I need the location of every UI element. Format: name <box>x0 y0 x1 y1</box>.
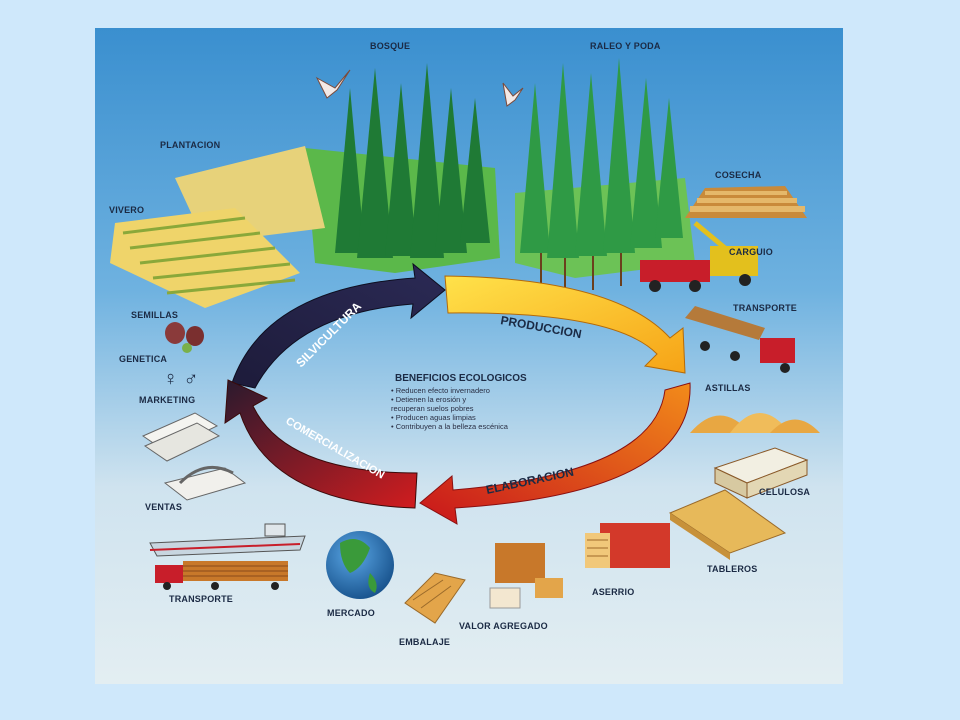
label-bosque: BOSQUE <box>370 41 411 51</box>
benefits-title: BENEFICIOS ECOLOGICOS <box>395 373 527 384</box>
label-carguio: CARGUIO <box>729 247 773 257</box>
carguio-truck <box>640 221 758 292</box>
produccion-arrow <box>444 275 686 374</box>
benefit-item: recuperan suelos pobres <box>391 404 474 413</box>
label-astillas: ASTILLAS <box>705 383 751 393</box>
silvicultura-arrow <box>231 262 446 389</box>
label-celulosa: CELULOSA <box>759 487 811 497</box>
label-tableros: TABLEROS <box>707 564 758 574</box>
valor-agregado-furniture <box>489 543 563 609</box>
telephone <box>163 465 247 501</box>
mercado-globe <box>326 531 394 599</box>
birds <box>315 69 524 107</box>
label-valor-agregado: VALOR AGREGADO <box>459 621 548 631</box>
forest-cycle-illustration: SILVICULTURA PRODUCCION ELABORACION COME… <box>95 28 843 684</box>
benefit-item: Detienen la erosión y <box>391 395 508 404</box>
label-transporte-right: TRANSPORTE <box>733 303 798 313</box>
forest-trees <box>335 58 683 293</box>
semillas-seeds <box>165 322 204 353</box>
vivero-rows <box>122 216 296 295</box>
label-cosecha: COSECHA <box>715 170 762 180</box>
marketing-documents <box>141 412 221 462</box>
label-semillas: SEMILLAS <box>131 310 179 320</box>
label-marketing: MARKETING <box>139 395 196 405</box>
comercializacion-arrow <box>224 379 418 509</box>
embalaje-pallet <box>404 572 466 624</box>
label-plantacion: PLANTACION <box>160 140 221 150</box>
label-raleo-poda: RALEO Y PODA <box>590 41 661 51</box>
cosecha-log-pile <box>685 186 807 218</box>
celulosa-bales <box>713 447 809 499</box>
transporte-left-truck <box>155 561 288 590</box>
elaboracion-arrow <box>419 382 691 525</box>
label-embalaje: EMBALAJE <box>399 637 451 647</box>
label-transporte-left: TRANSPORTE <box>169 594 234 604</box>
label-vivero: VIVERO <box>109 205 145 215</box>
benefit-item: Producen aguas limpias <box>391 413 508 422</box>
gender-symbols: ♀ ♂ <box>163 368 199 390</box>
tableros-boards <box>668 489 787 560</box>
label-mercado: MERCADO <box>327 608 375 618</box>
ship <box>149 523 306 557</box>
benefit-item: Contribuyen a la belleza escénica <box>391 422 508 431</box>
benefits-list: Reducen efecto invernadero Detienen la e… <box>391 386 508 431</box>
label-aserrio: ASERRIO <box>592 587 635 597</box>
illustration-svg: SILVICULTURA PRODUCCION ELABORACION COME… <box>110 58 820 624</box>
aserrio-building <box>585 523 670 568</box>
astillas-piles <box>690 413 820 433</box>
label-genetica: GENETICA <box>119 354 168 364</box>
transporte-right-truck <box>685 306 795 373</box>
label-ventas: VENTAS <box>145 502 183 512</box>
benefit-item: Reducen efecto invernadero <box>391 386 508 395</box>
